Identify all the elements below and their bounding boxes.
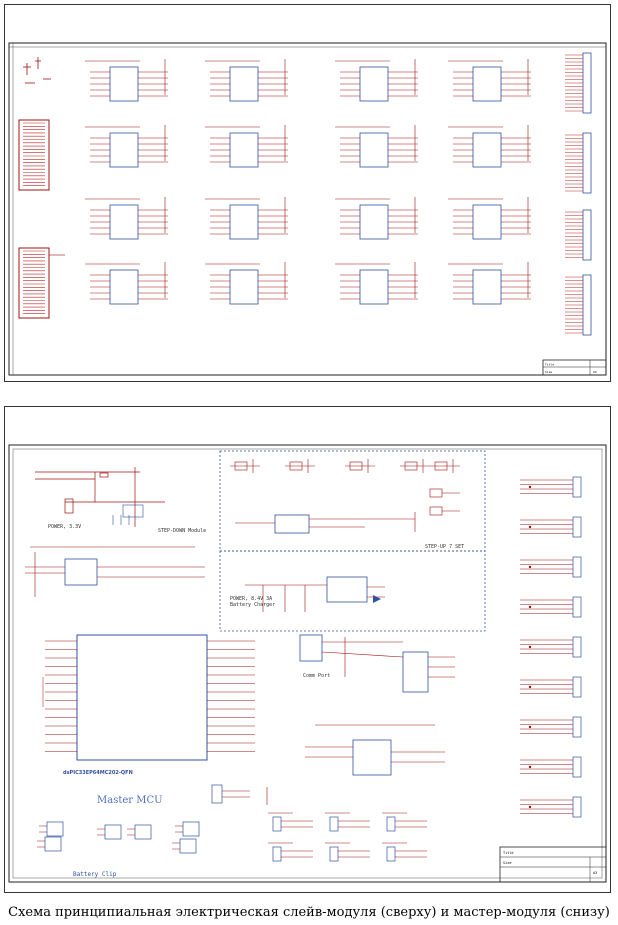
small-connector	[382, 812, 427, 832]
comm-port-usb	[299, 634, 455, 693]
small-connector	[325, 812, 370, 832]
battery-clip	[172, 838, 197, 854]
battery-clip	[39, 821, 64, 837]
slave-schematic-drawing: Title Size A3	[8, 42, 607, 376]
slave-ic-array	[85, 59, 531, 305]
slave-ic	[335, 197, 418, 240]
step-down-label: STEP-DOWN Module	[158, 528, 206, 534]
slave-ic	[205, 197, 288, 240]
output-connector	[520, 516, 582, 538]
power-input-circuit	[35, 467, 165, 527]
slave-ic	[448, 262, 531, 305]
transceiver-ic	[305, 724, 445, 776]
power-3v3-label: POWER, 3.3V	[48, 524, 81, 530]
connector-header	[565, 52, 592, 114]
master-module-schematic-panel: STEP-DOWN Module POWER, 3.3V STEP-UP 7 S…	[4, 406, 611, 893]
output-connector	[520, 796, 582, 818]
slave-ic	[448, 125, 531, 168]
output-connector	[520, 756, 582, 778]
battery-clip	[175, 821, 200, 837]
master-title-block-sheet: A3	[593, 871, 597, 875]
output-connector	[520, 476, 582, 498]
right-connectors	[565, 52, 592, 336]
title-block-size: Size	[545, 370, 552, 374]
mcu-part-number: dsPIC33EP64MC202-QFN	[63, 770, 133, 776]
small-connector	[382, 842, 427, 862]
slave-ic	[335, 125, 418, 168]
battery-clip-label: Battery Clip	[73, 871, 117, 878]
battery-charger	[245, 576, 385, 612]
slave-ic	[205, 125, 288, 168]
connector-header	[565, 132, 592, 194]
bottom-connectors	[268, 812, 427, 862]
slave-ic	[448, 59, 531, 102]
right-column-connectors	[520, 476, 582, 818]
slave-ic	[85, 125, 168, 168]
step-up-circuits	[230, 459, 460, 534]
output-connector	[520, 556, 582, 578]
master-mcu-title: Master MCU	[97, 795, 163, 806]
slave-ic	[85, 197, 168, 240]
battery-clip	[37, 836, 62, 852]
slave-module-schematic-panel: Title Size A3	[4, 4, 611, 382]
power-symbols	[23, 57, 51, 84]
battery-clips	[37, 821, 200, 854]
connector-header	[565, 209, 592, 261]
slave-ic	[205, 59, 288, 102]
small-connector	[268, 812, 313, 832]
master-title-block: Title Size A3	[499, 846, 607, 883]
step-down-module	[112, 504, 144, 525]
figure-caption: Схема принципиальная электрическая слейв…	[8, 905, 610, 920]
output-connector	[520, 676, 582, 698]
left-connector-1	[18, 119, 50, 191]
battery-clip	[97, 824, 122, 840]
output-connector	[520, 636, 582, 658]
slave-ic	[335, 59, 418, 102]
battery-clip	[127, 824, 152, 840]
comm-port-label: Comm Port	[303, 673, 330, 679]
battery-charger-label: Battery Charger	[230, 602, 275, 608]
power-8v4-label: POWER, 8.4V 3A	[230, 596, 272, 602]
small-connector	[268, 842, 313, 862]
regulator-ic	[25, 546, 205, 597]
slave-ic	[335, 262, 418, 305]
slave-ic	[85, 59, 168, 102]
connector-header	[565, 274, 592, 336]
subsheet-frames	[219, 450, 486, 632]
output-connector	[520, 716, 582, 738]
left-connector-2	[18, 247, 65, 319]
switch-block	[211, 784, 268, 805]
title-block-sheet: A3	[593, 370, 597, 374]
title-block-title: Title	[545, 363, 554, 367]
master-mcu	[42, 634, 255, 761]
master-title-block-title: Title	[503, 851, 514, 855]
slave-ic	[85, 262, 168, 305]
step-up-label: STEP-UP 7 SET	[425, 544, 464, 550]
title-block: Title Size A3	[542, 359, 607, 376]
output-connector	[520, 596, 582, 618]
master-title-block-size: Size	[503, 861, 511, 865]
slave-ic	[205, 262, 288, 305]
slave-ic	[448, 197, 531, 240]
master-schematic-drawing: STEP-DOWN Module POWER, 3.3V STEP-UP 7 S…	[8, 444, 607, 883]
small-connector	[325, 842, 370, 862]
